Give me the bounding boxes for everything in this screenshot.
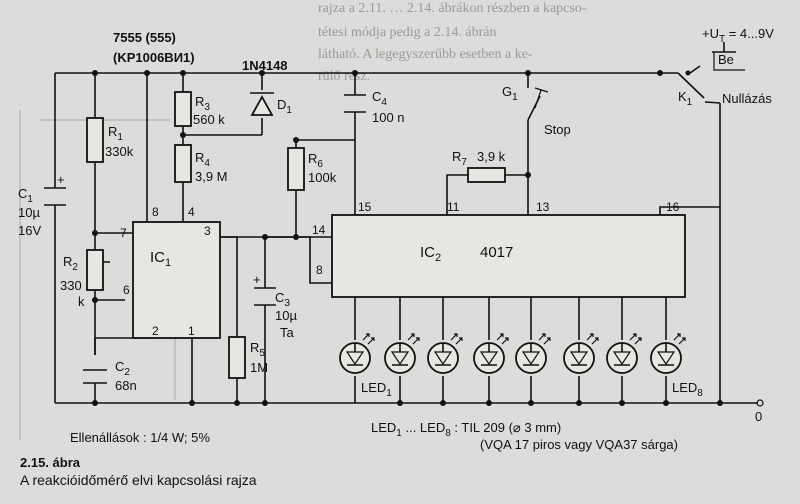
c1-plus: +	[57, 172, 65, 187]
r7-name: R7	[452, 149, 467, 168]
ic1-title-b: (KP1006BИ1)	[113, 50, 195, 65]
capacitor-c3: + C3 10µ Ta	[253, 272, 297, 340]
ground-terminal: 0	[755, 399, 764, 424]
r5-value: 1M	[250, 360, 268, 375]
c2-name: C2	[115, 359, 130, 378]
resistor-r1: R1 330k	[86, 117, 134, 163]
resistor-r7: R7 3,9 k	[452, 149, 506, 183]
led-6	[563, 333, 599, 374]
r1-value: 330k	[105, 144, 134, 159]
r6-name: R6	[308, 151, 323, 170]
ic1-body	[132, 221, 221, 339]
k1-reset-label: Nullázás	[722, 91, 772, 106]
ic1-pin-4: 4	[188, 205, 195, 219]
ic1-label: IC1	[150, 249, 171, 269]
ic2-part: 4017	[480, 244, 513, 261]
c3-value-b: Ta	[280, 325, 295, 340]
capacitor-c4: C4 100 n	[344, 89, 405, 125]
led-4	[473, 333, 509, 374]
c1-value-b: 16V	[18, 223, 41, 238]
ic2-pin-16: 16	[666, 200, 680, 214]
ic2-pin-8: 8	[316, 263, 323, 277]
ic1-pin-1: 1	[188, 324, 195, 338]
r3-value: 560 k	[193, 112, 225, 127]
ic1-pin-3: 3	[204, 224, 211, 238]
leds-note: LED1 ... LED8 : TIL 209 (⌀ 3 mm)	[371, 420, 561, 439]
bleed-line-3: látható. A legegyszerűbb esetben a ke-	[318, 47, 533, 62]
k1-name: K1	[678, 89, 693, 108]
r2-value-a: 330	[60, 278, 82, 293]
resistor-r4: R4 3,9 M	[174, 144, 228, 184]
r2-value-b: k	[78, 294, 85, 309]
bleed-line-4: rülő rész.	[318, 69, 370, 84]
d1-part: 1N4148	[242, 58, 288, 73]
leds-alt-note: (VQA 17 piros vagy VQA37 sárga)	[480, 437, 678, 452]
resistor-r2: R2 330 k	[60, 249, 104, 309]
ic1-pin-6: 6	[123, 283, 130, 297]
c3-name: C3	[275, 290, 290, 309]
supply-voltage: +UT = 4...9V	[702, 26, 774, 45]
ic2: IC2 4017 14 15 8 11 13 16	[312, 200, 686, 298]
g1-name: G1	[502, 84, 518, 103]
r3-name: R3	[195, 94, 210, 113]
r4-name: R4	[195, 150, 210, 169]
ic1-pin-8: 8	[152, 205, 159, 219]
diode-d1: 1N4148 D1	[242, 58, 292, 116]
c3-plus: +	[253, 272, 261, 287]
capacitor-c1: + C1 10µ 16V	[18, 172, 66, 238]
r6-value: 100k	[308, 170, 337, 185]
switch-k1: K1 Be Nullázás	[677, 52, 772, 108]
ic2-pin-14: 14	[312, 223, 326, 237]
ic1: 7555 (555) (KP1006BИ1) IC1 8 7 6 2 4 3 1	[113, 30, 221, 339]
ic2-pin-13: 13	[536, 200, 550, 214]
r1-name: R1	[108, 124, 123, 143]
ic2-body	[331, 214, 686, 298]
junction-dots	[92, 70, 723, 406]
led-row	[339, 333, 686, 374]
c1-name: C1	[18, 186, 33, 205]
capacitor-c2: C2 68n	[83, 359, 137, 393]
led8-label: LED8	[672, 380, 703, 399]
bleed-line-2: tétesi módja pedig a 2.14. ábrán	[318, 25, 496, 40]
resistor-r3: R3 560 k	[174, 91, 225, 127]
ic2-pin-11: 11	[447, 200, 460, 214]
g1-label: Stop	[544, 122, 571, 137]
ic2-pin-15: 15	[358, 200, 372, 214]
led-2	[384, 333, 420, 374]
c1-value-a: 10µ	[18, 205, 40, 220]
led-3	[427, 333, 463, 374]
resistor-r5: R5 1M	[228, 336, 268, 379]
ic1-pin-7: 7	[120, 226, 127, 240]
ground-label: 0	[755, 409, 762, 424]
led1-label: LED1	[361, 380, 392, 399]
c4-name: C4	[372, 89, 387, 108]
led-8	[650, 333, 686, 374]
r4-value: 3,9 M	[195, 169, 228, 184]
led-7	[606, 333, 642, 374]
r2-name: R2	[63, 254, 78, 273]
resistors-note: Ellenállások : 1/4 W; 5%	[70, 430, 210, 445]
figure-title: A reakcióidőmérő elvi kapcsolási rajza	[20, 472, 257, 488]
c3-value-a: 10µ	[275, 308, 297, 323]
r5-name: R5	[250, 340, 265, 359]
ic2-label: IC2	[420, 244, 441, 264]
c2-value: 68n	[115, 378, 137, 393]
led-5	[515, 333, 551, 374]
r7-value: 3,9 k	[477, 149, 506, 164]
d1-name: D1	[277, 97, 292, 116]
figure-number: 2.15. ábra	[20, 455, 81, 470]
ic1-pin-2: 2	[152, 324, 159, 338]
c4-value: 100 n	[372, 110, 405, 125]
ic1-title-a: 7555 (555)	[113, 30, 176, 45]
bleed-line-1: rajza a 2.11. … 2.14. ábrákon részben a …	[318, 1, 587, 16]
k1-on-label: Be	[718, 52, 734, 67]
supply-label: +UT = 4...9V	[702, 26, 774, 53]
resistor-r6: R6 100k	[287, 147, 337, 191]
pushbutton-g1: G1 Stop	[502, 82, 571, 137]
led-1	[339, 333, 375, 374]
